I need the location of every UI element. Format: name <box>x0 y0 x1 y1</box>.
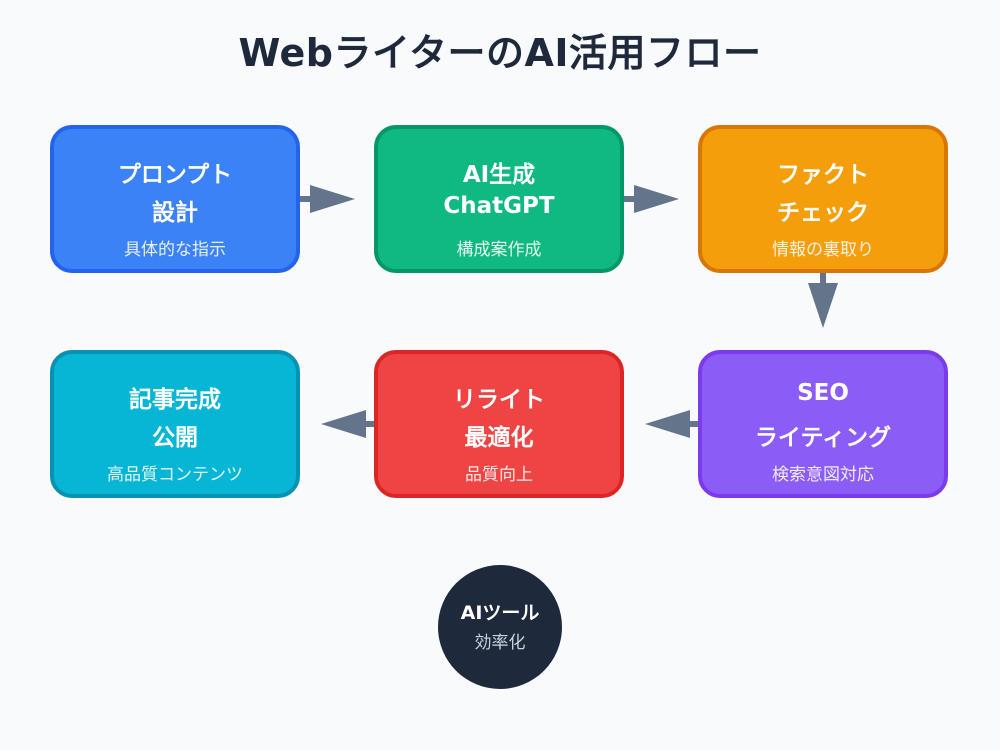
step-title: ファクト <box>777 162 869 188</box>
step-title: リライト <box>453 387 545 413</box>
ai-tools-hub: AIツール 効率化 <box>438 565 562 689</box>
step-description: 高品質コンテンツ <box>107 465 243 485</box>
step-publish: 記事完成 公開 高品質コンテンツ <box>50 350 300 498</box>
step-description: 品質向上 <box>465 465 533 485</box>
step-title: AI生成 <box>462 162 536 188</box>
step-title-line2: ChatGPT <box>443 193 555 219</box>
arrow-step5-to-step6 <box>321 410 376 438</box>
arrow-step4-to-step5 <box>645 410 700 438</box>
step-description: 具体的な指示 <box>124 240 226 260</box>
step-title: プロンプト <box>117 162 233 188</box>
step-title: 記事完成 <box>129 387 221 413</box>
arrow-step3-to-step4 <box>808 273 838 328</box>
step-description: 構成案作成 <box>456 240 542 260</box>
step-title-line2: チェック <box>777 200 869 226</box>
step-description: 検索意図対応 <box>772 465 874 485</box>
step-description: 情報の裏取り <box>772 240 874 260</box>
step-prompt-design: プロンプト 設計 具体的な指示 <box>50 125 300 273</box>
step-seo-writing: SEO ライティング 検索意図対応 <box>698 350 948 498</box>
arrow-step2-to-step3 <box>624 185 679 213</box>
hub-subtitle: 効率化 <box>474 633 526 653</box>
step-ai-generation: AI生成 ChatGPT 構成案作成 <box>374 125 624 273</box>
step-title-line2: 公開 <box>152 425 198 451</box>
step-rewrite: リライト 最適化 品質向上 <box>374 350 624 498</box>
step-title: SEO <box>797 380 849 406</box>
arrow-step1-to-step2 <box>300 185 355 213</box>
step-title-line2: ライティング <box>754 425 892 451</box>
hub-title: AIツール <box>460 602 540 624</box>
diagram-title: WebライターのAI活用フロー <box>238 31 762 75</box>
step-fact-check: ファクト チェック 情報の裏取り <box>698 125 948 273</box>
step-title-line2: 設計 <box>152 200 198 226</box>
step-title-line2: 最適化 <box>464 425 534 451</box>
